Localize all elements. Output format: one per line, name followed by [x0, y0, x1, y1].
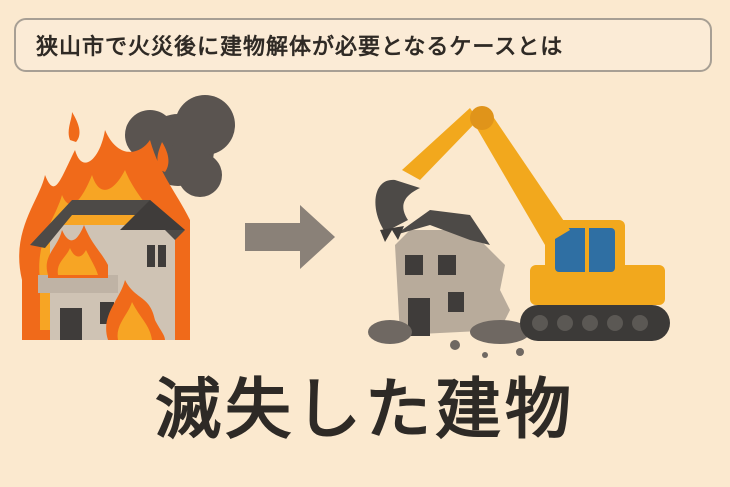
- excavator-demolishing-house-icon: [368, 106, 670, 358]
- page-title: 狭山市で火災後に建物解体が必要となるケースとは: [36, 35, 564, 60]
- caption-text: 滅失した建物: [155, 371, 575, 448]
- illustration: [19, 95, 670, 358]
- burning-house-icon: [19, 95, 235, 340]
- title-banner: 狭山市で火災後に建物解体が必要となるケースとは: [14, 18, 712, 72]
- right-arrow-icon: [245, 205, 335, 269]
